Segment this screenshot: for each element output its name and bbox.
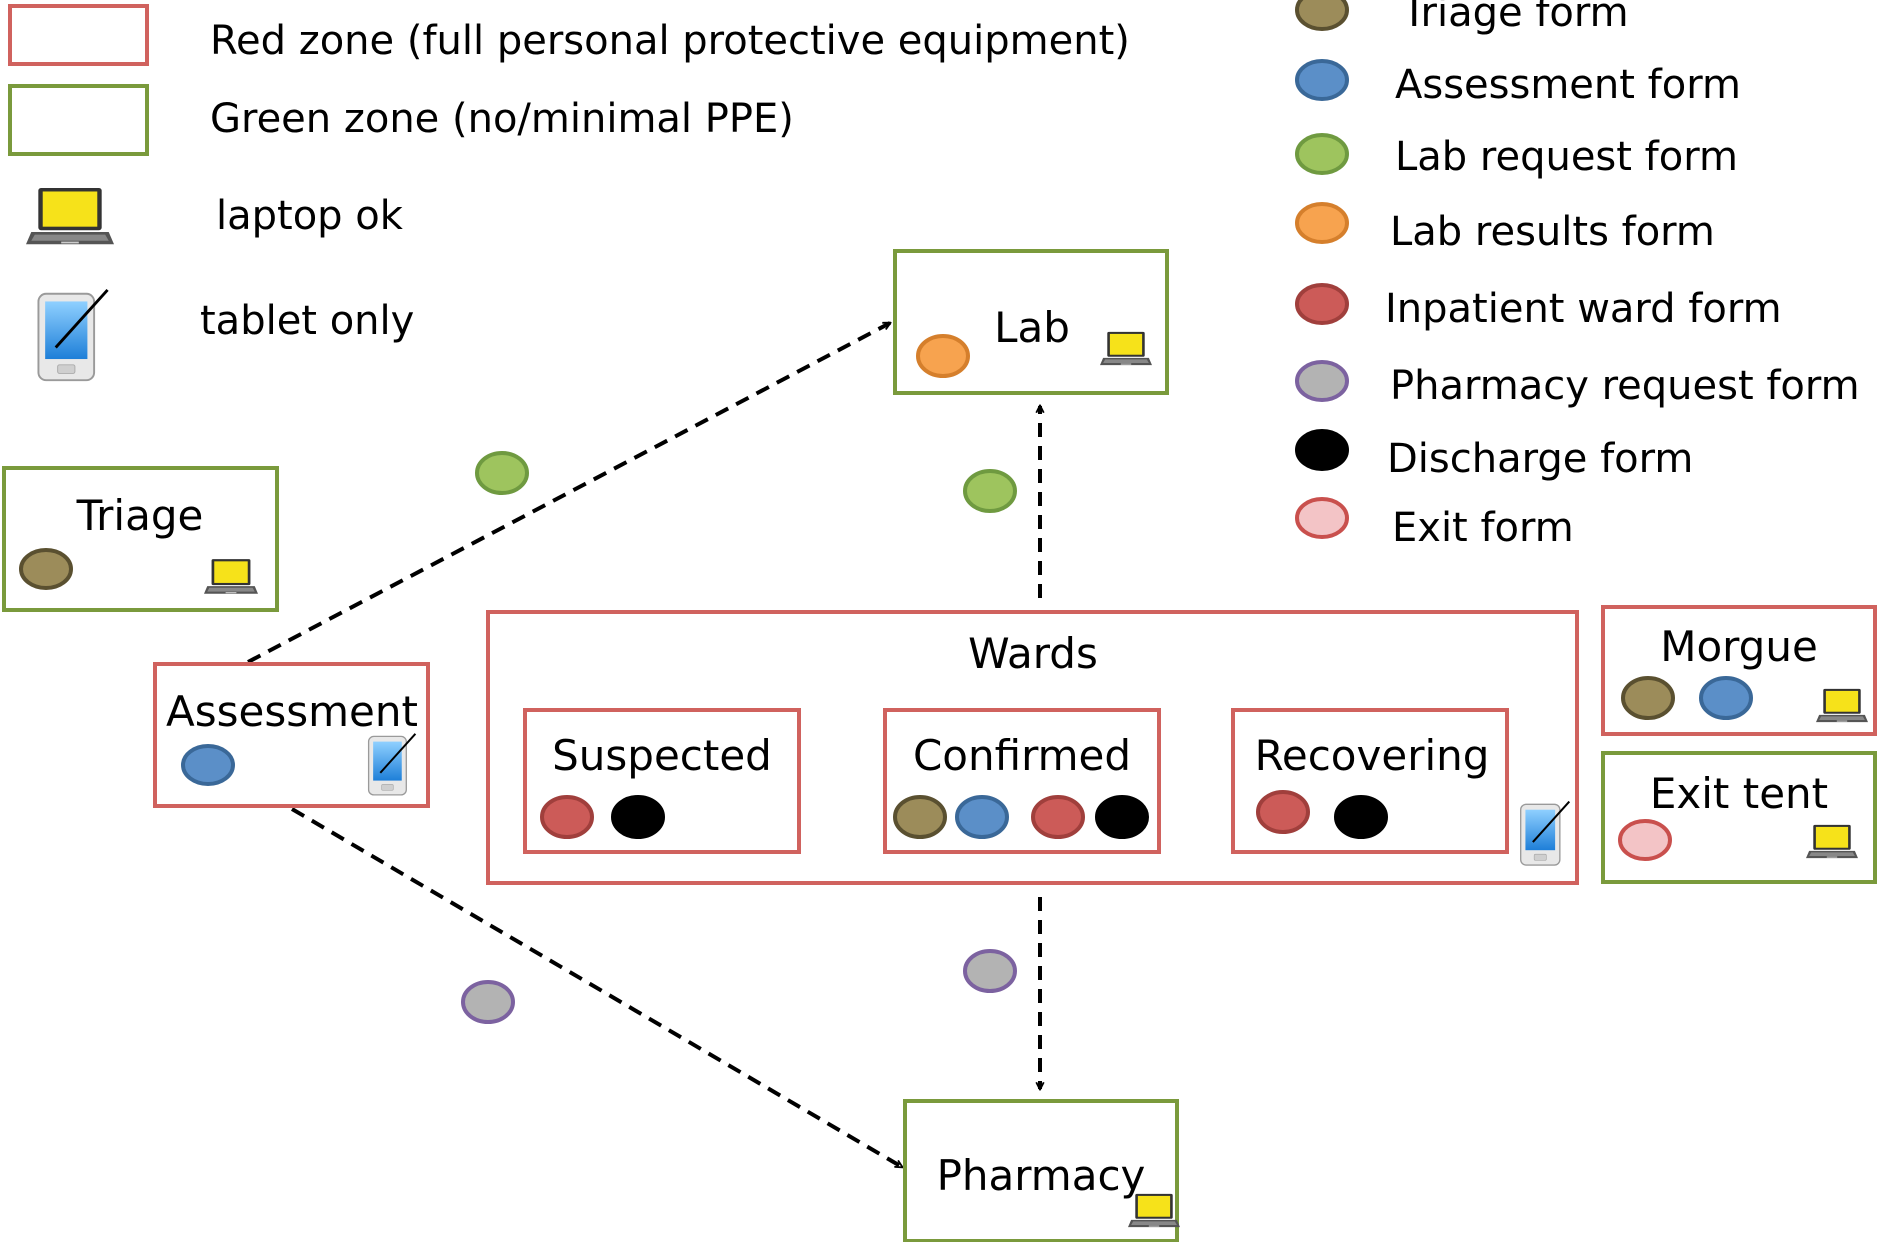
recovering-box: Recovering [1231, 708, 1509, 854]
triage-label: Triage [76, 491, 204, 540]
triage-form-icon [893, 795, 947, 839]
discharge-form-icon [611, 795, 665, 839]
assessment-label: Assessment [166, 687, 418, 736]
lab-box: Lab [893, 249, 1169, 395]
laptop-icon [26, 187, 114, 245]
discharge-form-icon [1295, 429, 1349, 471]
assessment-form-label: Assessment form [1395, 62, 1741, 108]
flow-arrows [247, 321, 1040, 1169]
red-zone-swatch [8, 4, 149, 66]
exit-form-icon [1295, 497, 1349, 539]
discharge-form-icon [1095, 795, 1149, 839]
laptop-label: laptop ok [216, 193, 404, 239]
pharmacy-label: Pharmacy [937, 1151, 1146, 1200]
lab-request-form-icon [963, 469, 1017, 513]
inpatient-ward-form-icon [1031, 795, 1085, 839]
lab-label: Lab [994, 303, 1070, 352]
assessment-to-pharmacy-arrow [290, 807, 902, 1169]
triage-form-icon [19, 548, 73, 590]
lab-request-form-label: Lab request form [1395, 134, 1738, 180]
lab-results-form-label: Lab results form [1390, 209, 1715, 255]
triage-form-label: Triage form [1401, 0, 1629, 36]
inpatient-ward-form-icon [540, 795, 594, 839]
wards-label: Wards [968, 629, 1098, 678]
lab-results-form-icon [1295, 202, 1349, 244]
assessment-form-icon [955, 795, 1009, 839]
suspected-label: Suspected [552, 731, 772, 780]
assessment-box: Assessment [153, 662, 430, 808]
laptop-icon [1128, 1193, 1180, 1228]
triage-box: Triage [2, 466, 279, 612]
laptop-icon [204, 559, 258, 594]
morgue-box: Morgue [1601, 605, 1877, 736]
exit-tent-box: Exit tent [1601, 751, 1877, 884]
tablet-label: tablet only [200, 298, 414, 344]
triage-form-icon [1295, 0, 1349, 31]
pharmacy-request-form-icon [1295, 360, 1349, 402]
green-zone-label: Green zone (no/minimal PPE) [210, 96, 794, 142]
pharmacy-box: Pharmacy [903, 1099, 1180, 1242]
laptop-icon [1100, 331, 1152, 366]
pharmacy-request-form-icon [461, 980, 515, 1024]
exit-form-icon [1618, 819, 1672, 861]
inpatient-ward-form-icon [1256, 790, 1310, 834]
assessment-form-icon [1295, 59, 1349, 101]
red-zone-label: Red zone (full personal protective equip… [210, 18, 1130, 64]
assessment-form-icon [181, 744, 235, 786]
morgue-label: Morgue [1660, 622, 1818, 671]
lab-request-form-icon [475, 451, 529, 495]
suspected-box: Suspected [523, 708, 801, 854]
assessment-form-icon [1699, 676, 1753, 720]
confirmed-box: Confirmed [883, 708, 1161, 854]
assessment-to-lab-arrow [247, 321, 890, 664]
tablet-icon [36, 288, 110, 382]
wards-box: Wards Suspected Confirmed Recovering [486, 610, 1579, 885]
laptop-icon [1806, 824, 1858, 859]
lab-results-form-icon [916, 334, 970, 378]
exit-tent-label: Exit tent [1650, 769, 1828, 818]
confirmed-label: Confirmed [913, 731, 1131, 780]
inpatient-ward-form-label: Inpatient ward form [1385, 286, 1782, 332]
pharmacy-request-form-icon [963, 949, 1017, 993]
recovering-label: Recovering [1255, 731, 1490, 780]
exit-form-label: Exit form [1392, 505, 1574, 551]
lab-request-form-icon [1295, 133, 1349, 175]
pharmacy-request-form-label: Pharmacy request form [1390, 363, 1860, 409]
legend-forms: Triage form Assessment form Lab request … [1295, 0, 1860, 551]
discharge-form-label: Discharge form [1387, 436, 1693, 482]
inpatient-ward-form-icon [1295, 283, 1349, 325]
laptop-icon [1816, 688, 1868, 723]
legend-zones: Red zone (full personal protective equip… [8, 4, 1130, 382]
discharge-form-icon [1334, 795, 1388, 839]
triage-form-icon [1621, 676, 1675, 720]
green-zone-swatch [8, 84, 149, 156]
